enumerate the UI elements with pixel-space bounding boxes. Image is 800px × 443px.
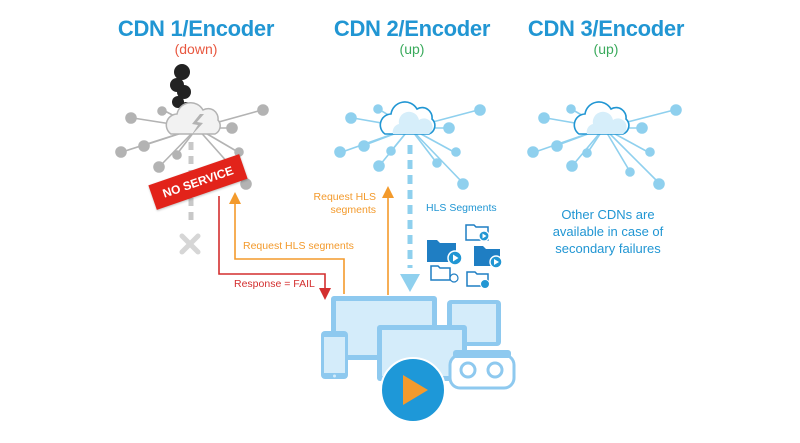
response-fail-arrowhead [319,288,331,300]
hls-segments-label: HLS Segments [426,202,497,214]
vr-headset-icon [448,350,516,390]
folder-video-icon [474,246,503,269]
cdn1-request-arrow [234,203,345,294]
hls-segment-files [427,224,503,289]
cdn1-cloud-icon [165,102,221,135]
response-fail-arrow [218,196,326,290]
x-icon [179,233,201,255]
lightning-icon [191,114,204,136]
cdn3-cloud-icon [573,101,630,135]
cdn1-title: CDN 1/Encoder [117,16,275,41]
cdn1-status: (down) [174,41,218,57]
folder-video-icon [466,271,490,289]
other-cdns-note: Other CDNs are available in case of seco… [552,207,664,256]
cdn3-title: CDN 3/Encoder [527,16,685,41]
folder-video-icon [427,240,463,266]
cdn2-cloud-icon [379,101,436,135]
cdn1-request-arrowhead [229,192,241,204]
cdn3-status: (up) [593,41,619,57]
cdn1-request-label: Request HLS segments [243,240,354,252]
cdn2-status: (up) [399,41,425,57]
cdn2-request-arrowhead [382,186,394,198]
folder-video-icon [465,224,490,242]
folder-video-icon [430,265,459,283]
devices-group [321,296,516,423]
cdn2-request-label-line2: segments [330,204,376,216]
cdn2-request-label-line1: Request HLS [313,191,376,203]
response-fail-label: Response = FAIL [234,278,315,290]
phone-icon [321,331,348,379]
play-icon [380,357,446,423]
cdn2-title: CDN 2/Encoder [333,16,491,41]
cdn2-dashed-arrowhead [400,274,420,292]
